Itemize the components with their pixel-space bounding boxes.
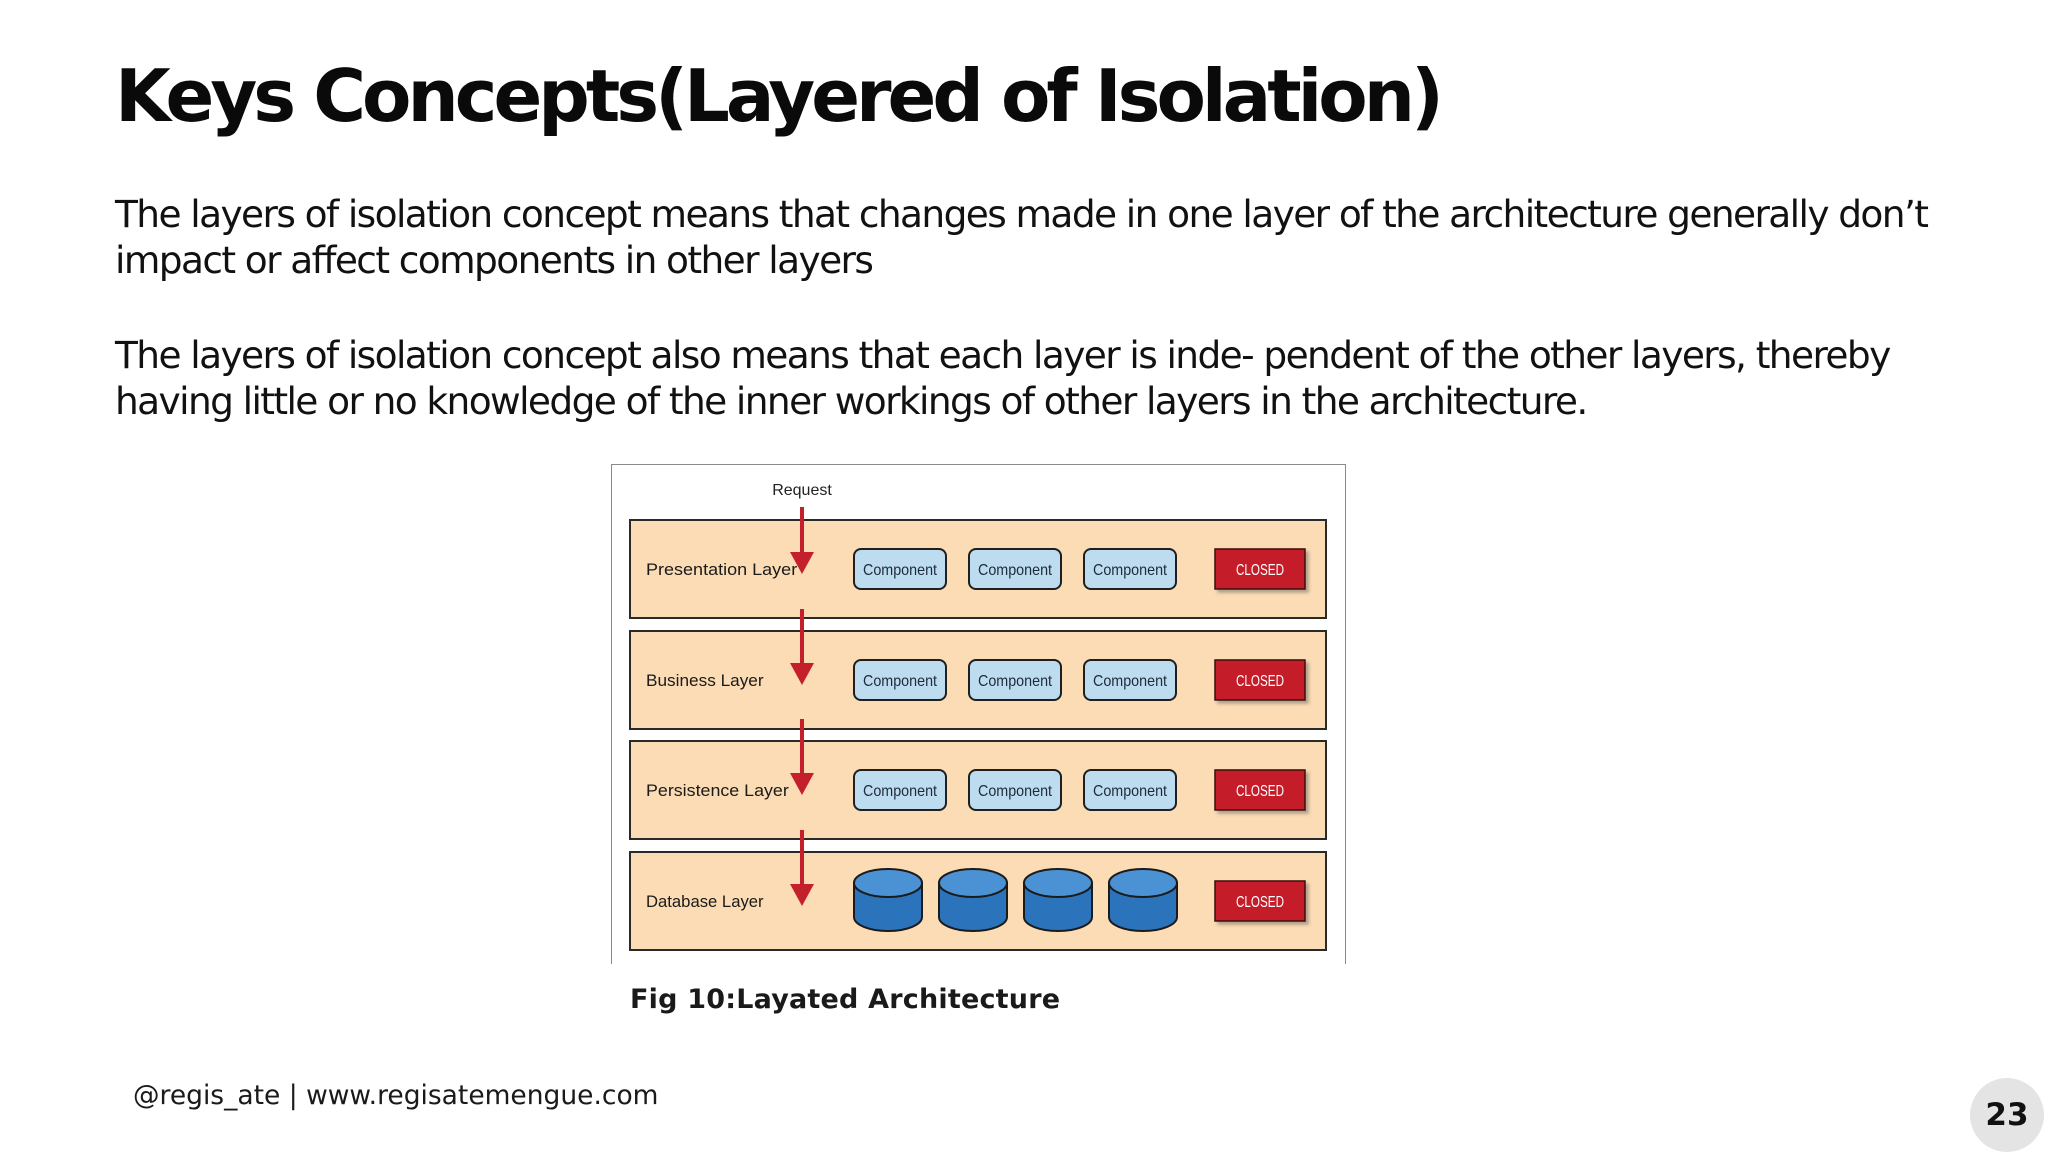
closed-badge-label: CLOSED [1236, 673, 1284, 690]
component-label: Component [863, 673, 937, 690]
component-box [853, 548, 947, 590]
component-box [853, 769, 947, 811]
presentation-layer-label: Presentation Layer [646, 560, 798, 579]
component-label: Component [978, 783, 1052, 800]
database-icon-top [1023, 868, 1093, 898]
component-box [853, 659, 947, 701]
arrow-down-icon [790, 884, 814, 906]
arrow-down-icon [790, 663, 814, 685]
database-layer-label: Database Layer [646, 892, 764, 911]
database-icon-top [938, 868, 1008, 898]
closed-badge [1214, 659, 1306, 701]
closed-badge-label: CLOSED [1236, 894, 1284, 911]
component-label: Component [863, 783, 937, 800]
component-label: Component [1093, 673, 1167, 690]
database-icon-top [1108, 868, 1178, 898]
arrow-down-icon [790, 552, 814, 574]
persistence-layer-label: Persistence Layer [646, 781, 789, 800]
arrow-down-icon [790, 773, 814, 795]
component-box [1083, 548, 1177, 590]
component-box [968, 548, 1062, 590]
component-label: Component [978, 673, 1052, 690]
page-number-badge: 23 [1970, 1078, 2044, 1152]
database-icon-top [853, 868, 923, 898]
closed-badge [1214, 548, 1306, 590]
figure-caption: Fig 10:Layated Architecture [630, 984, 1061, 1015]
business-layer-label: Business Layer [646, 671, 764, 690]
closed-badge-label: CLOSED [1236, 783, 1284, 800]
component-label: Component [863, 562, 937, 579]
closed-badge [1214, 769, 1306, 811]
closed-badge-label: CLOSED [1236, 562, 1284, 579]
component-box [968, 659, 1062, 701]
component-box [968, 769, 1062, 811]
component-label: Component [1093, 562, 1167, 579]
paragraph-isolation-changes: The layers of isolation concept means th… [115, 192, 1929, 282]
slide-title: Keys Concepts(Layered of Isolation) [115, 54, 1444, 138]
request-label: Request [772, 482, 832, 499]
component-label: Component [1093, 783, 1167, 800]
component-box [1083, 659, 1177, 701]
closed-badge [1214, 880, 1306, 922]
component-label: Component [978, 562, 1052, 579]
paragraph-isolation-independence: The layers of isolation concept also mea… [115, 333, 1891, 423]
footer-credit: @regis_ate | www.regisatemengue.com [133, 1080, 659, 1111]
component-box [1083, 769, 1177, 811]
